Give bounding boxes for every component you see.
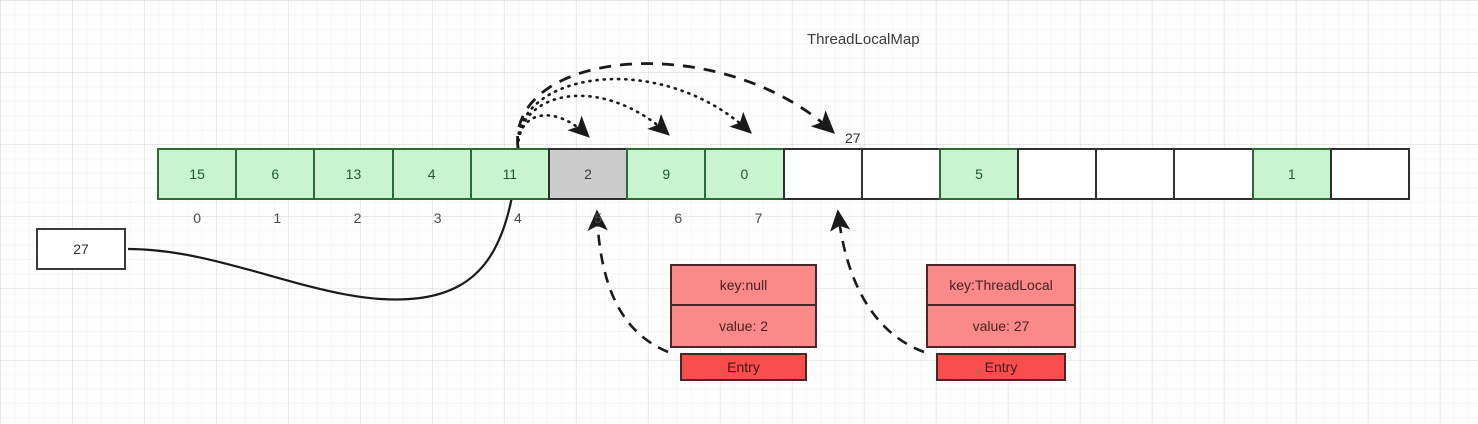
array-cell-value: 2 [584, 166, 592, 182]
array-cell-1: 6 [235, 148, 316, 200]
array-cell-5: 2 [547, 148, 629, 200]
hash-table-array: 15 6 13 4 11 2 9 0 5 1 [157, 148, 1410, 200]
entry-value-text: value: 27 [972, 318, 1030, 334]
array-cell-9 [860, 148, 941, 200]
entry-key-text: key:null [719, 277, 768, 293]
array-cell-value: 6 [271, 166, 280, 182]
array-cell-value: 13 [345, 166, 362, 182]
array-index-2: 2 [353, 210, 362, 226]
connector-probe-arc-slot5 [516, 114, 590, 150]
array-cell-0: 15 [157, 148, 238, 200]
array-cell-6: 9 [626, 148, 707, 200]
connector-probe-arc-slot6 [516, 94, 670, 150]
source-value-box: 27 [36, 228, 126, 270]
array-cell-3: 4 [391, 148, 472, 200]
entry-key-row: key:ThreadLocal [926, 264, 1076, 306]
array-cell-8 [782, 148, 863, 200]
array-index-0: 0 [193, 210, 201, 226]
entry-node-new: key:ThreadLocal value: 27 Entry [926, 264, 1076, 381]
array-cell-15 [1329, 148, 1410, 200]
entry-type-label: Entry [936, 353, 1066, 381]
array-cell-10: 5 [938, 148, 1020, 200]
array-cell-4: 11 [469, 148, 550, 200]
connector-entry-null-to-slot5 [587, 209, 669, 354]
array-cell-11 [1017, 148, 1098, 200]
insert-value-label: 27 [845, 130, 861, 146]
page-title: ThreadLocalMap [807, 31, 920, 48]
array-cell-value: 9 [662, 166, 671, 182]
array-index-4: 4 [513, 210, 522, 226]
array-cell-value: 1 [1287, 166, 1296, 182]
array-cell-12 [1095, 148, 1176, 200]
entry-key-row: key:null [670, 264, 817, 306]
array-cell-value: 5 [975, 166, 983, 182]
array-cell-2: 13 [313, 148, 394, 200]
array-index-5: 5 [594, 210, 602, 226]
array-cell-value: 15 [189, 166, 205, 182]
entry-value-row: value: 27 [926, 306, 1076, 348]
entry-type-text: Entry [984, 359, 1018, 375]
source-value-text: 27 [73, 241, 89, 257]
array-index-1: 1 [273, 210, 282, 226]
array-index-6: 6 [674, 210, 683, 226]
entry-value-text: value: 2 [718, 318, 769, 334]
array-index-3: 3 [433, 210, 442, 226]
entry-type-text: Entry [727, 359, 760, 375]
entry-value-row: value: 2 [670, 306, 817, 348]
array-cell-13 [1173, 148, 1254, 200]
array-cell-value: 0 [740, 166, 749, 182]
connector-probe-arc-slot7 [516, 77, 752, 150]
array-cell-value: 4 [427, 166, 436, 182]
array-cell-7: 0 [704, 148, 785, 200]
connector-insert-arc-slot8 [516, 62, 836, 149]
entry-type-label: Entry [680, 353, 807, 381]
array-cell-value: 11 [502, 166, 518, 182]
connector-entry-threadlocal-to-slot8 [830, 209, 925, 354]
array-index-7: 7 [754, 210, 763, 226]
array-cell-14: 1 [1251, 148, 1332, 200]
entry-key-text: key:ThreadLocal [949, 277, 1053, 293]
entry-node-stale: key:null value: 2 Entry [670, 264, 817, 381]
